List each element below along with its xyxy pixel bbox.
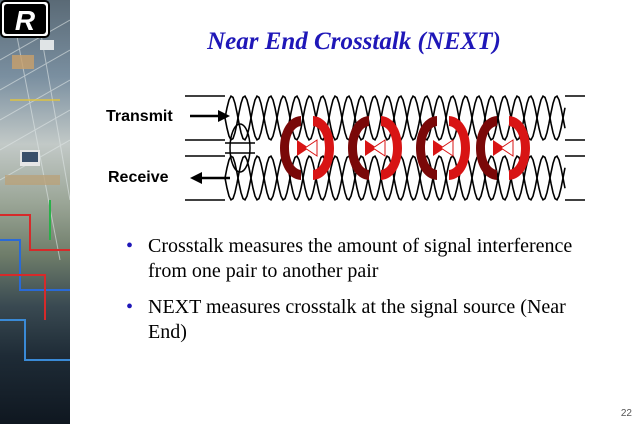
crosstalk-diagram <box>185 95 585 201</box>
cable-jacket-ellipse <box>229 123 251 173</box>
decorative-sidebar: R <box>0 0 70 424</box>
sidebar-network-illustration <box>0 0 70 361</box>
bullet-item: •Crosstalk measures the amount of signal… <box>126 235 573 282</box>
page-number: 22 <box>620 408 632 419</box>
crosstalk-arrow-icon <box>416 116 470 180</box>
bullet-dot-icon: • <box>126 296 134 318</box>
bullet-dot-icon: • <box>126 235 134 257</box>
crosstalk-arrow-icon <box>348 116 402 180</box>
receive-label: Receive <box>108 169 169 186</box>
company-logo: R <box>0 0 50 38</box>
crosstalk-arrow-icon <box>476 116 530 180</box>
crosstalk-arrow-icon <box>280 116 334 180</box>
twisted-pair-wire <box>224 95 566 141</box>
transmit-arrow-icon <box>190 110 230 122</box>
transmit-label: Transmit <box>106 108 173 125</box>
slide-title: Near End Crosstalk (NEXT) <box>207 28 501 55</box>
twisted-pair-wire <box>224 155 566 201</box>
bullet-list: •Crosstalk measures the amount of signal… <box>126 234 596 356</box>
bullet-item: •NEXT measures crosstalk at the signal s… <box>126 296 566 343</box>
logo-letter: R <box>15 5 36 36</box>
